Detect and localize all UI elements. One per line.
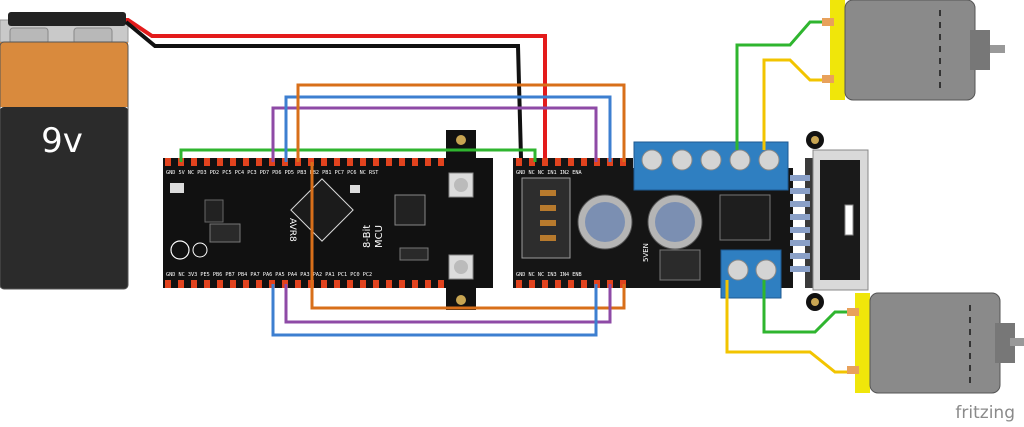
battery-voltage-label: 9v: [41, 121, 83, 161]
wire-green-motor-top: [735, 20, 835, 150]
mcu-bottom-pin-labels: GND NC 3V3 PE5 PB6 PB7 PB4 PA7 PA6 PA5 P…: [166, 272, 372, 278]
mcu-top-pin-labels: GND 5V NC PD3 PD2 PC5 PC4 PC3 PD7 PD6 PD…: [166, 170, 378, 176]
wire-yellow-motor-bottom: [725, 280, 858, 374]
wire-purple-bottom: [284, 284, 612, 324]
motor-top: [822, 0, 1005, 101]
wire-green-motor-bottom: [762, 280, 858, 334]
battery-9v: 9v: [0, 12, 129, 290]
wire-yellow-motor-top: [762, 58, 835, 150]
wire-red: [126, 18, 547, 158]
wire-blue-top: [284, 95, 612, 162]
heatsink: [805, 149, 869, 291]
fritzing-watermark: fritzing: [955, 403, 1015, 423]
mcu-label-8bit: 8-Bit: [362, 225, 373, 248]
mcu-logo: [170, 240, 190, 260]
wire-purple-top: [271, 106, 598, 162]
wire-blue-bottom: [271, 284, 598, 337]
driver-bottom-pin-labels: GND NC NC IN3 IN4 ENB: [516, 272, 582, 278]
mcu-chip-text: AVR8: [287, 218, 297, 242]
motor-bottom: [847, 292, 1024, 394]
driver-board: GND NC NC IN1 IN2 ENA GND NC NC IN3 IN4 …: [513, 131, 869, 311]
wire-green-mcu: [179, 148, 537, 162]
wire-orange-top: [296, 83, 626, 162]
mcu-label-mcu: MCU: [374, 225, 385, 248]
driver-5ven-label: 5VEN: [642, 243, 650, 262]
wire-orange-bottom: [310, 162, 626, 310]
mcu-chip: [290, 178, 354, 242]
wire-black: [124, 20, 523, 159]
mcu-board: GND 5V NC PD3 PD2 PC5 PC4 PC3 PD7 PD6 PD…: [163, 130, 493, 310]
driver-top-pin-labels: GND NC NC IN1 IN2 ENA: [516, 170, 582, 176]
